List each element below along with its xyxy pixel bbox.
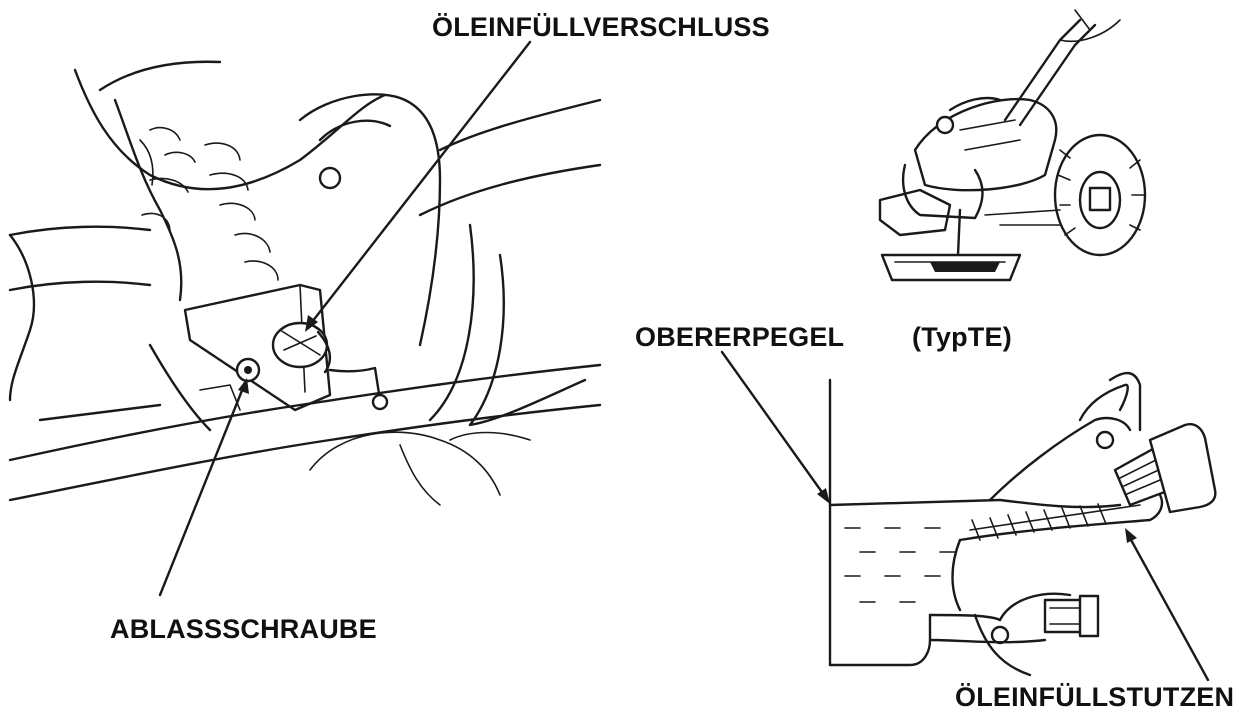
leader-lines [158, 40, 1210, 682]
type-te-label: (TypTE) [912, 322, 1012, 352]
drain-plug-label: ABLASSSCHRAUBE [110, 614, 377, 644]
tiller-illustration [878, 9, 1147, 282]
oil-level-cross-section [828, 371, 1217, 677]
oil-filler-neck-label: ÖLEINFÜLLSTUTZEN [955, 682, 1235, 712]
engine-illustration [8, 60, 602, 506]
oil-filler-cap-label: ÖLEINFÜLLVERSCHLUSS [432, 12, 770, 42]
upper-level-label: OBERERPEGEL [635, 322, 845, 352]
